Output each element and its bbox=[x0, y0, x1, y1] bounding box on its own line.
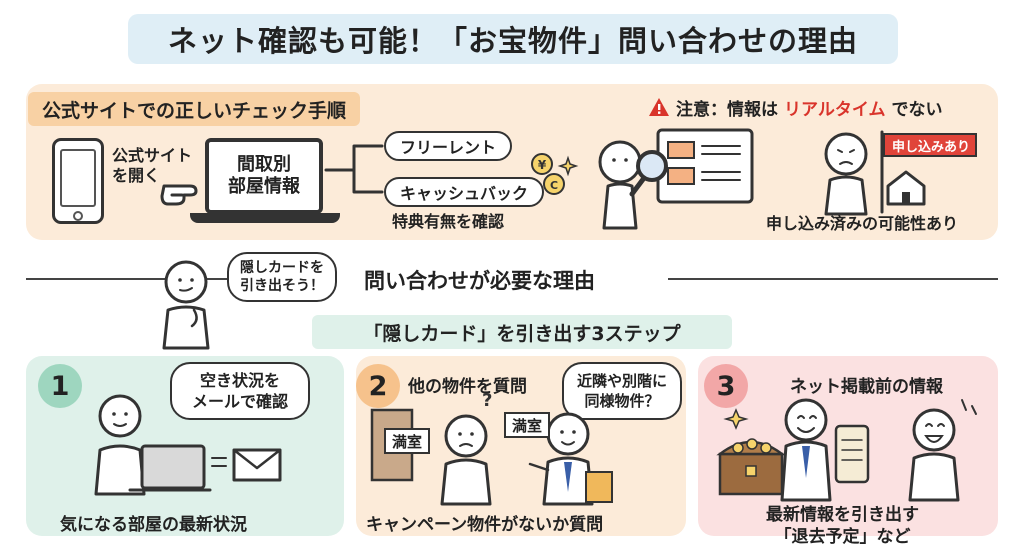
step-1-bubble-line1: 空き状況を bbox=[199, 371, 280, 390]
svg-text:¥: ¥ bbox=[538, 158, 547, 172]
step-2-caption: キャンペーン物件がないか質問 bbox=[366, 515, 604, 535]
step-2-number: 2 bbox=[356, 364, 400, 408]
warning-highlight: リアルタイム bbox=[784, 99, 886, 120]
step-3-heading: ネット掲載前の情報 bbox=[790, 377, 943, 397]
step-2-heading: 他の物件を質問 bbox=[408, 377, 527, 397]
title-band bbox=[128, 14, 898, 64]
full-stamp-left: 満室 bbox=[384, 428, 430, 454]
step-2-bubble-line1: 近隣や別階に bbox=[576, 372, 667, 390]
step-3-caption: 最新情報を引き出す 「退去予定」など bbox=[766, 504, 919, 548]
step-1-bubble: 空き状況を メールで確認 bbox=[170, 362, 310, 420]
laptop-screen: 間取別 部屋情報 bbox=[205, 138, 323, 214]
svg-text:?: ? bbox=[482, 390, 492, 411]
applied-caption: 申し込み済みの可能性あり bbox=[766, 214, 959, 233]
warning-prefix: 注意：情報は bbox=[676, 99, 778, 120]
step-1-caption: 気になる部屋の最新状況 bbox=[60, 515, 247, 535]
steps-title: 「隠しカード」を引き出す3ステップ bbox=[363, 322, 681, 345]
hidden-card-bubble-line1: 隠しカードを bbox=[240, 260, 324, 276]
full-stamp-right: 満室 bbox=[504, 412, 550, 438]
laptop-base bbox=[190, 213, 340, 223]
hidden-card-bubble-line2: 引き出そう！ bbox=[240, 278, 324, 294]
branch-connector bbox=[324, 144, 384, 194]
check-caption: 特典有無を確認 bbox=[392, 212, 505, 231]
sad-person-illustration bbox=[824, 130, 977, 216]
step-3-caption-line1: 最新情報を引き出す bbox=[766, 505, 919, 525]
open-site-line1: 公式サイト bbox=[112, 146, 193, 165]
warning-note: 注意：情報はリアルタイムでない bbox=[648, 94, 943, 120]
person-magnifier-illustration bbox=[598, 128, 754, 230]
reason-heading: 問い合わせが必要な理由 bbox=[364, 269, 595, 293]
step-3-caption-line2: 「退去予定」など bbox=[774, 527, 911, 547]
check-steps-tag: 公式サイトでの正しいチェック手順 bbox=[28, 92, 361, 126]
steps-title-band bbox=[312, 315, 732, 349]
coins-icon: ¥ C bbox=[531, 153, 579, 195]
step-3-number: 3 bbox=[704, 364, 748, 408]
laptop-line1: 間取別 bbox=[237, 154, 291, 175]
step-2-bubble-line2: 同様物件？ bbox=[584, 392, 660, 410]
step-1-bubble-line2: メールで確認 bbox=[191, 392, 288, 411]
warning-triangle-icon bbox=[649, 98, 669, 116]
open-site-label: 公式サイト を開く bbox=[112, 146, 192, 186]
page-title: ネット確認も可能！「お宝物件」問い合わせの理由 bbox=[167, 24, 858, 58]
applied-flag-text: 申し込みあり bbox=[891, 139, 970, 155]
thinking-person-illustration bbox=[162, 260, 210, 350]
open-site-line2: を開く bbox=[112, 166, 161, 185]
divider-left bbox=[26, 278, 231, 280]
svg-text:C: C bbox=[550, 179, 558, 192]
step-1-number: 1 bbox=[38, 364, 82, 408]
person-laptop-illustration bbox=[94, 394, 282, 496]
free-rent-option: フリーレント bbox=[384, 131, 513, 161]
treasure-scroll-illustration bbox=[716, 398, 977, 502]
pointing-hand-icon bbox=[160, 184, 198, 206]
laptop-line2: 部屋情報 bbox=[228, 176, 300, 197]
hidden-card-bubble: 隠しカードを 引き出そう！ bbox=[227, 252, 337, 302]
warning-suffix: でない bbox=[891, 99, 943, 120]
step-2-bubble: 近隣や別階に 同様物件？ bbox=[562, 362, 682, 420]
cashback-option: キャッシュバック bbox=[384, 177, 545, 207]
divider-right bbox=[668, 278, 998, 280]
smartphone-icon bbox=[52, 138, 104, 224]
